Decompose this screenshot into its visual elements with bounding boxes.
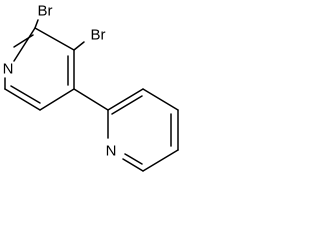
pyridyl-ring [107, 88, 179, 172]
chemical-structure: N Br Br N [3, 3, 179, 172]
bond-c5p-c6p [142, 149, 179, 172]
atom-label-br2: Br [91, 27, 106, 44]
bond-c3p-c4p [142, 88, 179, 111]
bond-c6p-n2-inner [124, 153, 143, 165]
atom-label-br1: Br [38, 3, 53, 20]
atom-label-n2: N [106, 143, 117, 160]
bond-n1-c2 [13, 27, 36, 62]
bond-c4-c2prime [73, 88, 109, 111]
dibromopyridine-ring [4, 27, 75, 111]
bond-c2p-c3p [107, 88, 144, 111]
bond-c3-br2 [73, 41, 85, 51]
bond-c4-c5 [39, 88, 75, 111]
bond-c2-c3 [34, 27, 75, 51]
bond-c6p-n2 [122, 158, 144, 172]
bond-c5-c6-inner [10, 85, 41, 104]
bond-c2-n1-inner [13, 34, 34, 48]
atom-label-n1: N [3, 61, 14, 78]
bond-c5-c6 [4, 88, 41, 111]
bond-c2-br1 [34, 19, 39, 29]
bond-c2p-c3p-inner [111, 95, 143, 115]
